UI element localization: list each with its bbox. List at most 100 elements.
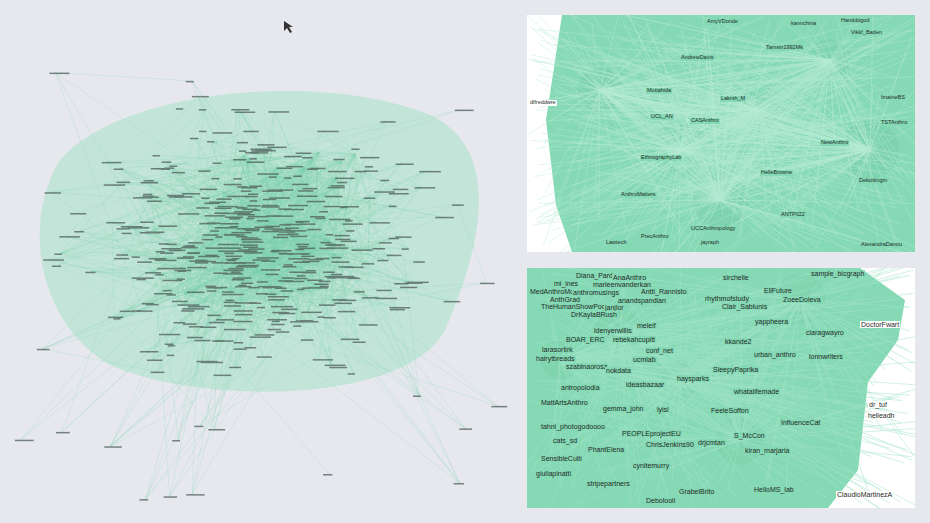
tiny-name-mark (271, 251, 279, 253)
tiny-name-mark (335, 178, 355, 180)
tiny-name-mark (145, 304, 158, 306)
network-edge (290, 154, 356, 209)
tiny-name-mark (345, 220, 353, 222)
tiny-name-mark (419, 171, 441, 173)
network-edge (256, 149, 329, 241)
tiny-name-mark (380, 180, 389, 182)
tiny-name-mark (302, 321, 318, 323)
tiny-name-mark (239, 150, 246, 152)
tiny-name-mark (140, 222, 154, 224)
tiny-name-mark (323, 474, 332, 476)
tiny-name-mark (154, 293, 172, 295)
network-edge (368, 297, 419, 395)
tiny-name-mark (70, 213, 86, 215)
network-edge (187, 241, 329, 310)
tiny-name-mark (183, 256, 194, 258)
network-edge (256, 321, 278, 337)
tiny-name-mark (207, 222, 220, 224)
tiny-name-mark (224, 253, 234, 255)
tiny-name-mark (233, 178, 241, 180)
network-edge (192, 81, 244, 156)
tiny-name-mark (354, 171, 366, 173)
tiny-name-mark (245, 196, 258, 198)
tiny-name-mark (212, 262, 229, 264)
tiny-name-mark (59, 236, 80, 238)
tiny-name-mark (268, 329, 281, 331)
network-edge (192, 260, 201, 495)
network-edge (146, 266, 345, 499)
tiny-name-mark (262, 231, 280, 233)
tiny-name-mark (165, 344, 174, 346)
tiny-name-mark (237, 214, 255, 216)
tiny-name-mark (252, 259, 269, 261)
tiny-name-mark (204, 203, 219, 205)
tiny-name-mark (288, 233, 299, 235)
network-edge (166, 252, 322, 288)
network-edge (143, 166, 371, 310)
tiny-name-mark (402, 248, 409, 250)
cursor-icon (284, 21, 293, 33)
tiny-name-mark (272, 321, 280, 323)
tiny-name-mark (258, 286, 279, 288)
tiny-name-mark (300, 223, 316, 225)
tiny-name-mark (314, 284, 329, 286)
tiny-name-mark (222, 291, 233, 293)
tiny-name-mark (178, 271, 187, 273)
network-edge (151, 190, 268, 304)
tiny-name-mark (235, 112, 256, 114)
tiny-name-mark (263, 287, 272, 289)
tiny-name-mark (215, 236, 222, 238)
tiny-name-mark (114, 258, 129, 260)
network-edge (315, 187, 420, 248)
network-edge (62, 196, 149, 432)
tiny-name-mark (294, 262, 310, 264)
tiny-name-mark (278, 280, 293, 282)
tiny-name-mark (74, 231, 84, 233)
tiny-name-mark (348, 373, 355, 375)
tiny-name-mark (266, 274, 279, 276)
network-edge (211, 272, 257, 285)
tiny-name-mark (331, 274, 342, 276)
tiny-name-mark (265, 226, 281, 228)
tiny-name-mark (284, 264, 293, 266)
tiny-name-mark (279, 253, 288, 255)
network-edge (134, 227, 240, 348)
tiny-name-mark (389, 238, 399, 240)
tiny-name-mark (43, 259, 64, 261)
tiny-name-mark (177, 278, 185, 280)
tiny-name-mark (155, 259, 165, 261)
tiny-name-mark (229, 367, 241, 369)
tiny-name-mark (132, 277, 154, 279)
tiny-name-mark (159, 243, 169, 245)
tiny-name-mark (174, 322, 186, 324)
tiny-name-mark (307, 229, 321, 231)
tiny-name-mark (234, 348, 247, 350)
network-edge (127, 156, 244, 226)
network-edge (313, 160, 460, 483)
tiny-name-mark (122, 233, 132, 235)
network-edge (55, 73, 191, 81)
tiny-name-mark (203, 234, 219, 236)
tiny-name-mark (362, 297, 378, 299)
tiny-name-mark (306, 270, 316, 272)
zoom-network (528, 15, 915, 252)
network-edge (221, 198, 222, 340)
network-edge (244, 121, 386, 156)
network-edge (382, 283, 486, 290)
network-edge (200, 309, 395, 426)
network-edge (161, 234, 332, 260)
tiny-name-mark (172, 172, 185, 174)
tiny-name-mark (56, 432, 70, 434)
network-edge (120, 169, 261, 249)
tiny-name-mark (181, 310, 195, 312)
tiny-name-mark (224, 302, 238, 304)
tiny-name-mark (250, 336, 271, 338)
network-edge (276, 174, 331, 365)
tiny-name-mark (491, 406, 507, 408)
tiny-name-mark (297, 275, 306, 277)
tiny-name-mark (215, 208, 232, 210)
tiny-name-mark (271, 324, 284, 326)
tiny-name-mark (301, 312, 322, 314)
tiny-name-mark (332, 257, 342, 259)
tiny-name-mark (268, 111, 289, 113)
